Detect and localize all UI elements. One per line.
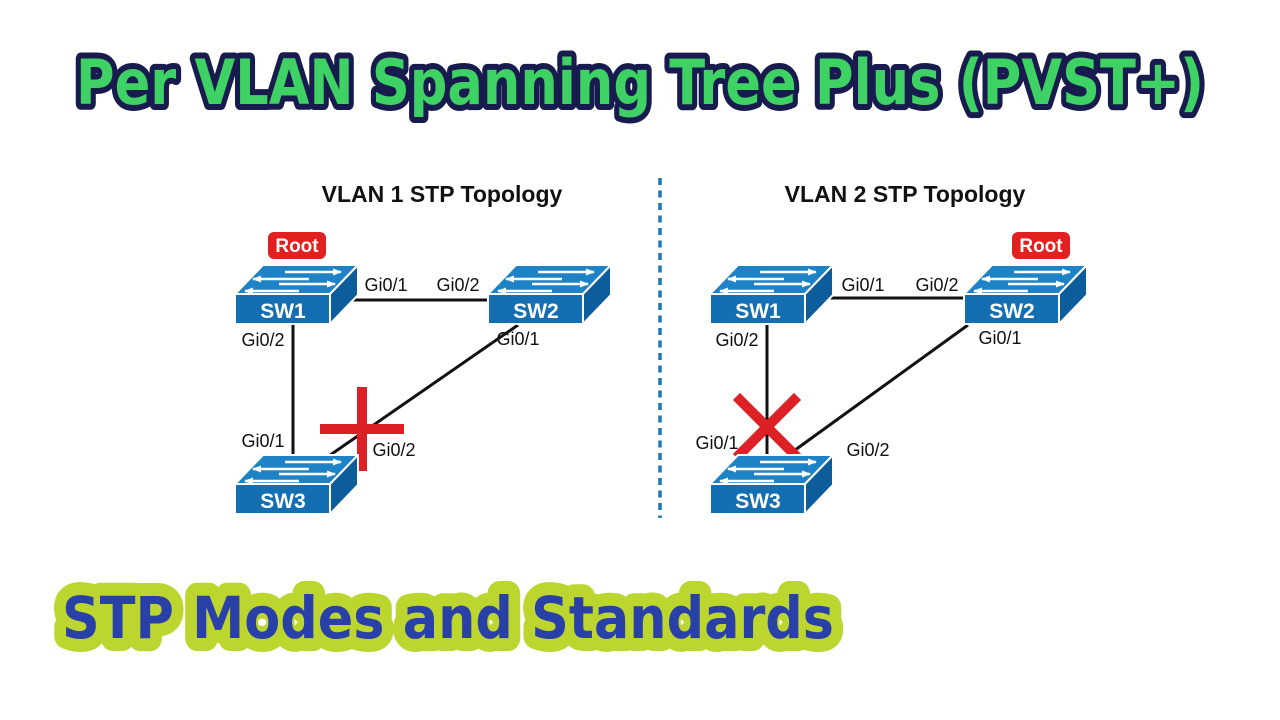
vlan2-port-sw2-gi0-1: Gi0/1 (978, 328, 1021, 348)
vlan1-port-sw3-gi0-2: Gi0/2 (372, 440, 415, 460)
vlan2-diagram-title: VLAN 2 STP Topology (785, 181, 1026, 207)
switch-label-sw2: SW2 (513, 300, 559, 323)
page-title: Per VLAN Spanning Tree Plus (PVST+) (76, 46, 1204, 119)
vlan2-topology-diagram: VLAN 2 STP Topology SW1 SW2 SW3 Root Gi0… (695, 181, 1096, 523)
switch-label-sw1: SW1 (735, 300, 781, 323)
vlan1-switch-sw1: SW1 (235, 265, 358, 324)
vlan1-link-sw2-sw3 (322, 323, 519, 462)
vlan2-link-sw2-sw3 (783, 323, 969, 460)
switch-label-sw1: SW1 (260, 300, 306, 323)
footer-title: STP Modes and Standards (62, 584, 834, 652)
vlan1-root-badge: Root (268, 232, 326, 259)
vlan2-port-sw3-gi0-1: Gi0/1 (695, 433, 738, 453)
vlan1-port-sw2-gi0-2: Gi0/2 (436, 275, 479, 295)
diagram-divider (658, 178, 662, 518)
footer-banner: STP Modes and Standards (49, 571, 847, 665)
vlan2-port-sw1-gi0-1: Gi0/1 (841, 275, 884, 295)
vlan1-port-sw3-gi0-1: Gi0/1 (241, 431, 284, 451)
root-badge-label: Root (1019, 236, 1063, 257)
vlan2-port-sw3-gi0-2: Gi0/2 (846, 440, 889, 460)
vlan1-port-sw1-gi0-1: Gi0/1 (364, 275, 407, 295)
vlan2-blocked-cross (732, 392, 802, 462)
vlan1-port-sw1-gi0-2: Gi0/2 (241, 330, 284, 350)
vlan2-switch-sw1: SW1 (710, 265, 833, 324)
vlan1-switch-sw3: SW3 (235, 455, 358, 514)
vlan1-topology-diagram: VLAN 1 STP Topology SW1 SW2 SW3 Root Gi0… (228, 181, 632, 523)
vlan2-switch-sw3: SW3 (710, 455, 833, 514)
vlan1-blocked-cross (320, 387, 404, 471)
main-title-banner: Per VLAN Spanning Tree Plus (PVST+) (70, 40, 1210, 125)
root-badge-label: Root (275, 236, 319, 257)
switch-label-sw3: SW3 (260, 490, 306, 513)
vlan2-switch-sw2: SW2 (964, 265, 1087, 324)
vlan2-port-sw1-gi0-2: Gi0/2 (715, 330, 758, 350)
vlan2-root-badge: Root (1012, 232, 1070, 259)
vlan1-port-sw2-gi0-1: Gi0/1 (496, 329, 539, 349)
vlan1-switch-sw2: SW2 (488, 265, 611, 324)
vlan1-diagram-title: VLAN 1 STP Topology (322, 181, 563, 207)
switch-label-sw2: SW2 (989, 300, 1035, 323)
vlan2-port-sw2-gi0-2: Gi0/2 (915, 275, 958, 295)
switch-label-sw3: SW3 (735, 490, 781, 513)
